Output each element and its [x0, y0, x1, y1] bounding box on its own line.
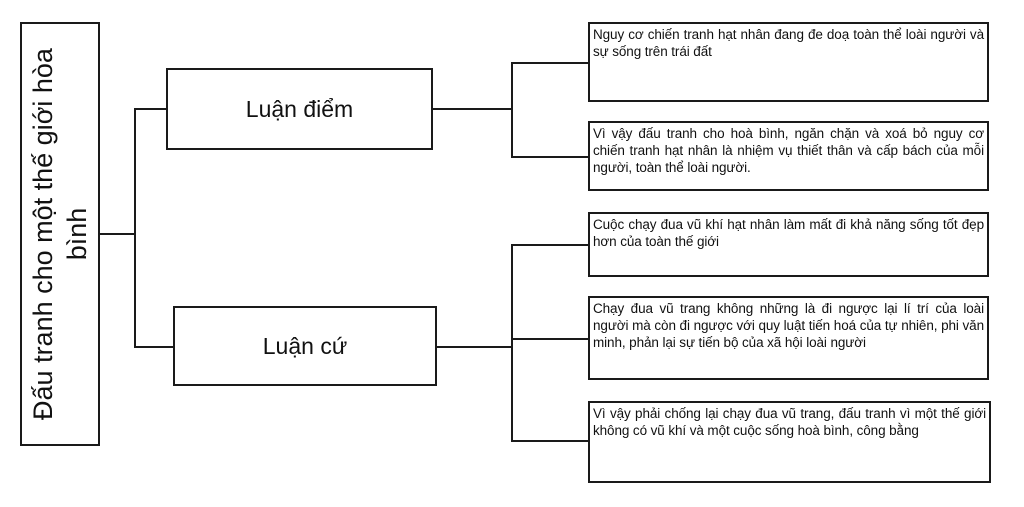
- connector-to-leaf-3: [511, 244, 589, 246]
- connector-branch-1-out: [433, 108, 513, 110]
- leaf-node: Nguy cơ chiến tranh hạt nhân đang đe doạ…: [588, 22, 989, 102]
- connector-to-leaf-4: [511, 338, 589, 340]
- connector-branch-2-out: [437, 346, 513, 348]
- root-node: Đấu tranh cho một thế giới hòa bình: [20, 22, 100, 446]
- connector-root-trunk: [134, 108, 136, 348]
- leaf-node: Vì vậy đấu tranh cho hoà bình, ngăn chặn…: [588, 121, 989, 191]
- root-label: Đấu tranh cho một thế giới hòa bình: [28, 48, 92, 420]
- connector-to-branch-2: [134, 346, 174, 348]
- connector-to-leaf-1: [511, 62, 589, 64]
- connector-to-leaf-5: [511, 440, 589, 442]
- connector-to-branch-1: [134, 108, 167, 110]
- connector-to-leaf-2: [511, 156, 589, 158]
- connector-branch-1-trunk: [511, 62, 513, 158]
- branch-luan-cu: Luận cứ: [173, 306, 437, 386]
- connector-root-out: [100, 233, 136, 235]
- leaf-node: Chạy đua vũ trang không những là đi ngượ…: [588, 296, 989, 380]
- leaf-node: Cuộc chạy đua vũ khí hạt nhân làm mất đi…: [588, 212, 989, 277]
- branch-label: Luận cứ: [262, 332, 348, 359]
- branch-label: Luận điểm: [245, 95, 354, 122]
- branch-luan-diem: Luận điểm: [166, 68, 433, 150]
- leaf-node: Vì vậy phải chống lại chạy đua vũ trang,…: [588, 401, 991, 483]
- connector-branch-2-trunk: [511, 244, 513, 442]
